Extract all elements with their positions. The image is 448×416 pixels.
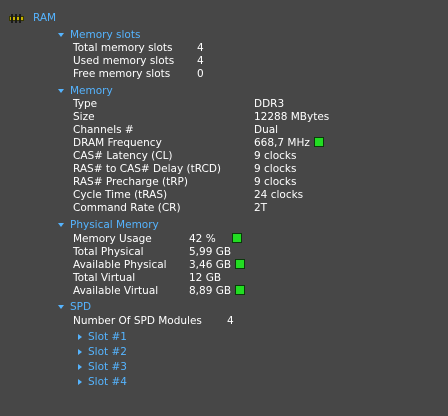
- expand-arrow-icon[interactable]: [78, 333, 82, 340]
- info-row: Size 12288 MBytes: [0, 111, 448, 124]
- info-row: Command Rate (CR) 2T: [0, 202, 448, 215]
- tree-root-label: RAM: [33, 12, 57, 24]
- expand-arrow-icon[interactable]: [78, 363, 82, 370]
- info-value: 12288 MBytes: [254, 111, 330, 123]
- spd-slot-1[interactable]: Slot #1: [78, 330, 127, 343]
- spd-slot-4[interactable]: Slot #4: [78, 375, 127, 388]
- info-label: Number Of SPD Modules: [73, 315, 202, 327]
- section-title: Memory: [70, 84, 113, 97]
- info-value: 668,7 MHz: [254, 137, 310, 149]
- info-row: Total Physical 5,99 GB: [0, 246, 448, 259]
- section-title: Physical Memory: [70, 218, 159, 231]
- info-label: Free memory slots: [73, 68, 171, 80]
- collapse-arrow-icon[interactable]: [58, 222, 64, 227]
- info-value: 3,46 GB: [189, 259, 232, 271]
- info-value: 9 clocks: [254, 150, 297, 162]
- info-row: Available Virtual 8,89 GB: [0, 285, 448, 298]
- spd-slot-label: Slot #2: [88, 345, 127, 358]
- section-title: Memory slots: [70, 28, 141, 41]
- info-row: Memory Usage 42 %: [0, 233, 448, 246]
- collapse-arrow-icon[interactable]: [58, 32, 64, 37]
- ram-chip-icon: [9, 13, 24, 23]
- info-value: 42 %: [189, 233, 216, 245]
- info-value: 5,99 GB: [189, 246, 232, 258]
- info-value: DDR3: [254, 98, 285, 110]
- info-row: DRAM Frequency 668,7 MHz: [0, 137, 448, 150]
- info-label: Available Virtual: [73, 285, 159, 297]
- spd-slot-2[interactable]: Slot #2: [78, 345, 127, 358]
- info-label: RAS# Precharge (tRP): [73, 176, 188, 188]
- info-value-with-indicator: 3,46 GB: [189, 259, 246, 272]
- info-value: 12 GB: [189, 272, 222, 284]
- info-label: Total Physical: [73, 246, 144, 258]
- info-row: Number Of SPD Modules 4: [0, 315, 448, 328]
- info-row: Type DDR3: [0, 98, 448, 111]
- spd-slot-3[interactable]: Slot #3: [78, 360, 127, 373]
- info-row: RAS# Precharge (tRP) 9 clocks: [0, 176, 448, 189]
- spd-slot-label: Slot #4: [88, 375, 127, 388]
- info-row: RAS# to CAS# Delay (tRCD) 9 clocks: [0, 163, 448, 176]
- info-label: DRAM Frequency: [73, 137, 162, 149]
- section-physical-memory[interactable]: Physical Memory: [58, 218, 159, 231]
- expand-arrow-icon[interactable]: [78, 378, 82, 385]
- info-row: Total Virtual 12 GB: [0, 272, 448, 285]
- info-label: Command Rate (CR): [73, 202, 181, 214]
- info-label: Memory Usage: [73, 233, 152, 245]
- info-label: Cycle Time (tRAS): [73, 189, 168, 201]
- info-value: 9 clocks: [254, 176, 297, 188]
- info-value: 0: [197, 68, 204, 80]
- info-label: Total Virtual: [73, 272, 136, 284]
- spd-slot-label: Slot #1: [88, 330, 127, 343]
- section-memory-slots[interactable]: Memory slots: [58, 28, 140, 41]
- collapse-arrow-icon[interactable]: [58, 88, 64, 93]
- info-row: Cycle Time (tRAS) 24 clocks: [0, 189, 448, 202]
- info-value: 2T: [254, 202, 268, 214]
- info-label: RAS# to CAS# Delay (tRCD): [73, 163, 221, 175]
- info-label: Channels #: [73, 124, 134, 136]
- info-label: Size: [73, 111, 95, 123]
- info-value-with-indicator: 668,7 MHz: [254, 137, 324, 150]
- status-indicator-icon[interactable]: [231, 233, 242, 243]
- info-row: Used memory slots 4: [0, 55, 448, 68]
- expand-arrow-icon[interactable]: [78, 348, 82, 355]
- info-label: CAS# Latency (CL): [73, 150, 173, 162]
- status-indicator-icon[interactable]: [235, 259, 246, 269]
- section-title: SPD: [70, 300, 92, 313]
- collapse-arrow-icon[interactable]: [58, 304, 64, 309]
- info-value: 24 clocks: [254, 189, 304, 201]
- section-spd[interactable]: SPD: [58, 300, 91, 313]
- info-value-with-indicator: 42 %: [189, 233, 242, 246]
- info-value: 8,89 GB: [189, 285, 232, 297]
- info-value: 4: [197, 55, 204, 67]
- spd-slot-label: Slot #3: [88, 360, 127, 373]
- status-indicator-icon[interactable]: [235, 285, 246, 295]
- info-label: Available Physical: [73, 259, 167, 271]
- info-row: Available Physical 3,46 GB: [0, 259, 448, 272]
- info-row: Total memory slots 4: [0, 42, 448, 55]
- tree-root-ram[interactable]: RAM: [9, 11, 56, 25]
- info-value: 4: [227, 315, 234, 327]
- info-value-with-indicator: 8,89 GB: [189, 285, 246, 298]
- info-value: 9 clocks: [254, 163, 297, 175]
- info-row: CAS# Latency (CL) 9 clocks: [0, 150, 448, 163]
- info-row: Free memory slots 0: [0, 68, 448, 81]
- info-value: Dual: [254, 124, 279, 136]
- info-value: 4: [197, 42, 204, 54]
- info-label: Type: [73, 98, 98, 110]
- section-memory[interactable]: Memory: [58, 84, 113, 97]
- status-indicator-icon[interactable]: [313, 137, 324, 147]
- info-row: Channels # Dual: [0, 124, 448, 137]
- info-label: Used memory slots: [73, 55, 175, 67]
- info-label: Total memory slots: [73, 42, 173, 54]
